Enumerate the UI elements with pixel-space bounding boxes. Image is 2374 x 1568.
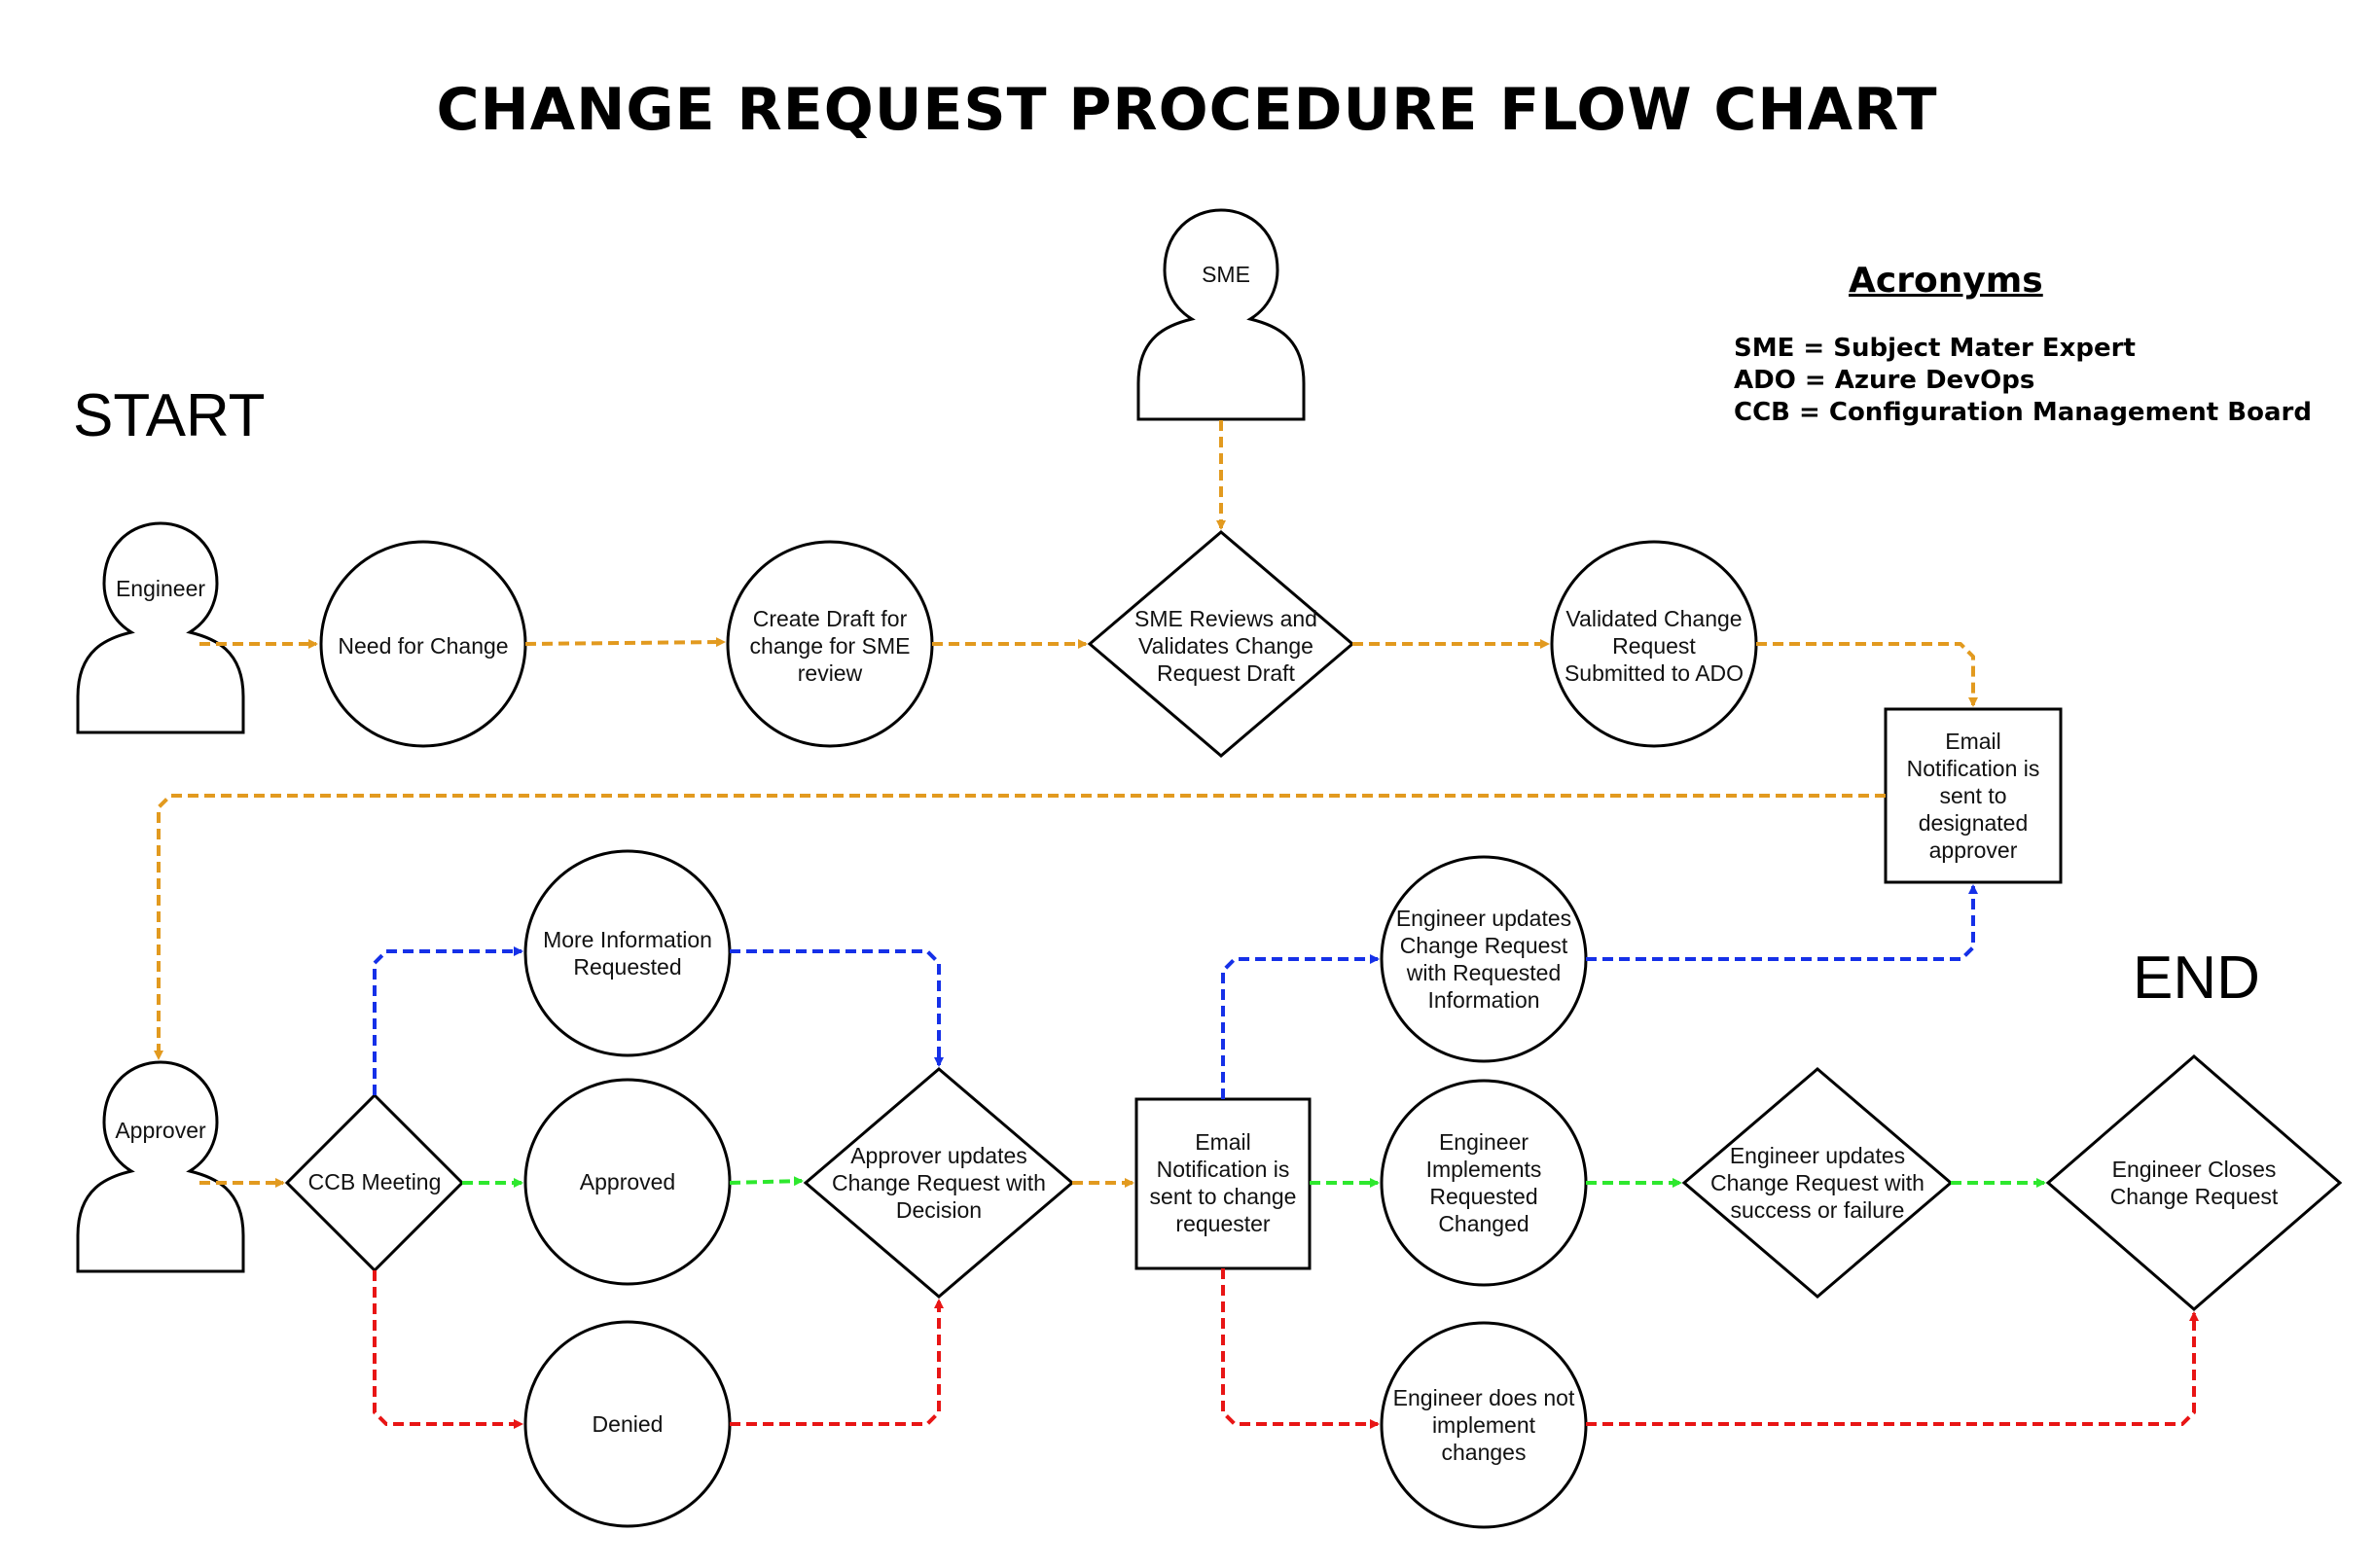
validated-circle [1550, 540, 1758, 748]
arrow-email-to-not-implement [1221, 1268, 1380, 1429]
end-label: END [2133, 944, 2260, 1012]
arrow-ccb-to-more-info [373, 946, 523, 1095]
ccb-meeting-diamond [284, 1092, 465, 1273]
arrow-approved-to-decision [729, 1176, 804, 1187]
arrow-email-to-updates-info [1221, 954, 1380, 1099]
denied-circle [523, 1320, 732, 1528]
sme-actor-icon [1136, 208, 1306, 421]
acronyms-heading: Acronyms [1849, 261, 2043, 301]
need-for-change-circle [319, 540, 527, 748]
more-info-circle [523, 849, 732, 1057]
arrow-need-to-draft [524, 637, 726, 648]
arrow-updates-info-to-email [1586, 884, 1978, 961]
email-requester-box [1134, 1097, 1312, 1270]
engineer-not-implement-circle [1380, 1321, 1588, 1529]
arrow-not-implement-to-closes [1586, 1311, 2199, 1426]
engineer-closes-diamond [2045, 1054, 2343, 1311]
chart-title: CHANGE REQUEST PROCEDURE FLOW CHART [436, 76, 1938, 144]
create-draft-circle [726, 540, 934, 748]
arrow-email-to-approver [154, 794, 1886, 1060]
engineer-updates-info-circle [1380, 855, 1588, 1063]
sme-review-diamond [1087, 530, 1355, 758]
engineer-implements-circle [1380, 1079, 1588, 1287]
email-approver-box [1884, 707, 2063, 884]
engineer-updates-result-diamond [1681, 1067, 1954, 1299]
start-label: START [73, 382, 266, 449]
approved-circle [523, 1078, 732, 1286]
arrow-ccb-to-denied [373, 1270, 523, 1429]
arrow-validated-to-email [1756, 642, 1978, 707]
acronym-ado: ADO = Azure DevOps [1734, 366, 2035, 395]
approver-updates-diamond [803, 1067, 1075, 1299]
arrow-denied-to-decision [730, 1299, 944, 1426]
approver-actor-icon [76, 1060, 245, 1273]
engineer-actor-icon [76, 521, 245, 734]
acronym-sme: SME = Subject Mater Expert [1734, 334, 2136, 363]
arrow-more-info-to-decision [730, 949, 944, 1067]
acronym-ccb: CCB = Configuration Management Board [1734, 398, 2312, 427]
